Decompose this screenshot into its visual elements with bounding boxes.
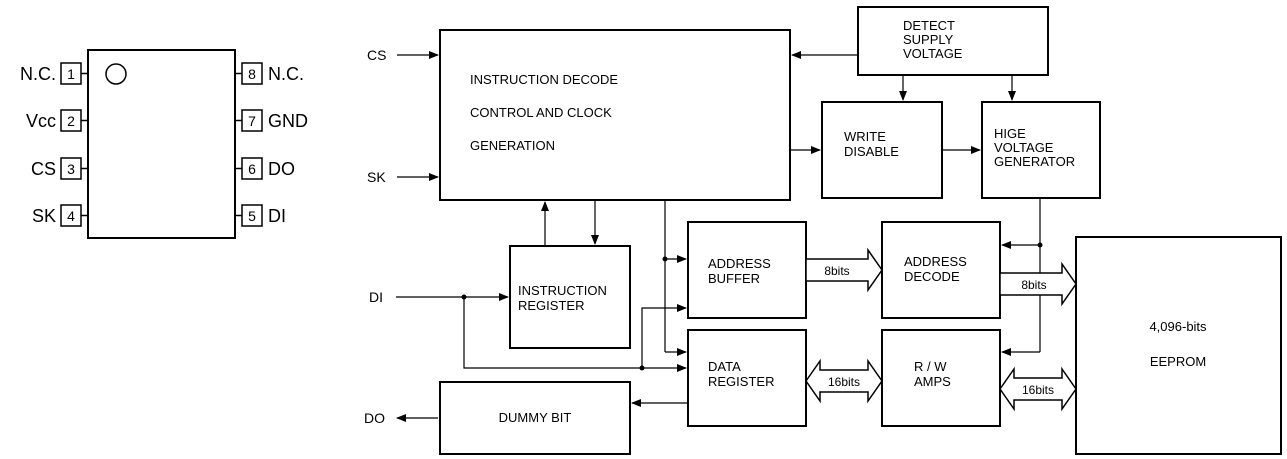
pin-6-number: 6 [248, 161, 256, 177]
pin-3: CS 3 [31, 157, 88, 180]
write-disable-line-2: DISABLE [844, 144, 899, 159]
pin-7-number: 7 [248, 113, 256, 129]
pin-2: Vcc 2 [26, 109, 88, 132]
instruction-decode-line-1: INSTRUCTION DECODE [470, 72, 618, 87]
address-decode-line-1: ADDRESS [904, 254, 967, 269]
rw-amps-line-2: AMPS [914, 374, 951, 389]
detect-supply-line-3: VOLTAGE [903, 46, 963, 61]
di-signal-label: DI [369, 289, 383, 305]
pin-1-label: N.C. [20, 64, 56, 84]
addr-buffer-bus-label: 8bits [824, 264, 849, 278]
data-reg-amps-bus [805, 358, 883, 404]
pin-8-label: N.C. [268, 64, 304, 84]
data-register-line-1: DATA [708, 359, 741, 374]
write-disable-line-1: WRITE [844, 129, 886, 144]
pin1-indicator-icon [105, 63, 127, 85]
high-voltage-generator-block [981, 101, 1101, 199]
detect-supply-voltage-block [857, 6, 1049, 76]
pin-2-label: Vcc [26, 111, 56, 131]
pin-4-label: SK [32, 206, 56, 226]
pin-4: SK 4 [32, 204, 88, 227]
instruction-register-line-1: INSTRUCTION [518, 283, 607, 298]
address-buffer-line-1: ADDRESS [708, 256, 771, 271]
instruction-decode-block [439, 29, 791, 201]
pin-3-number: 3 [67, 161, 75, 177]
eeprom-block [1075, 236, 1282, 455]
eeprom-line-2: EEPROM [1150, 354, 1206, 369]
high-voltage-line-1: HIGE [994, 126, 1026, 141]
pin-7-label: GND [268, 111, 308, 131]
di-to-data-register-wire [463, 297, 687, 372]
data-register-line-2: REGISTER [708, 374, 774, 389]
high-voltage-line-3: GENERATOR [994, 154, 1075, 169]
address-buffer-line-2: BUFFER [708, 271, 760, 286]
addr-decode-bus-label: 8bits [1021, 278, 1046, 292]
pin-2-number: 2 [67, 113, 75, 129]
pin-3-label: CS [31, 159, 56, 179]
addr-buffer-to-decode-bus [805, 247, 883, 293]
write-disable-block [821, 101, 943, 199]
instruction-decode-line-2: CONTROL AND CLOCK [470, 105, 612, 120]
pin-4-number: 4 [67, 208, 75, 224]
instruction-register-block [509, 245, 631, 349]
pin-5-number: 5 [248, 208, 256, 224]
high-voltage-line-2: VOLTAGE [994, 140, 1054, 155]
rw-amps-line-1: R / W [914, 359, 947, 374]
pin-6: 6 DO [235, 157, 295, 180]
instruction-register-line-2: REGISTER [518, 298, 584, 313]
address-decode-block [881, 221, 1001, 319]
pin-7: 7 GND [235, 109, 308, 132]
rw-amps-block [881, 329, 1001, 427]
eeprom-line-1: 4,096-bits [1149, 319, 1207, 334]
addr-decode-to-eeprom-bus [999, 261, 1077, 307]
pin-5: 5 DI [235, 204, 286, 227]
amps-eeprom-bus [999, 366, 1077, 412]
data-register-block [687, 329, 807, 427]
data-reg-amps-bus-label: 16bits [828, 375, 860, 389]
pin-1-number: 1 [67, 66, 75, 82]
address-buffer-block [687, 221, 807, 319]
ic-package: N.C. 1 Vcc 2 CS 3 SK 4 8 N.C. [20, 49, 308, 239]
amps-eeprom-bus-label: 16bits [1022, 383, 1054, 397]
instruction-decode-line-3: GENERATION [470, 138, 555, 153]
di-to-address-buffer-wire [641, 304, 687, 368]
cs-signal-label: CS [367, 47, 386, 63]
pin-8: 8 N.C. [235, 62, 304, 85]
detect-supply-line-1: DETECT [903, 18, 955, 33]
pin-5-label: DI [268, 206, 286, 226]
pin-1: N.C. 1 [20, 62, 88, 85]
detect-supply-line-2: SUPPLY [903, 32, 954, 47]
address-decode-line-2: DECODE [904, 269, 960, 284]
dummy-bit-label: DUMMY BIT [499, 410, 572, 425]
do-signal-label: DO [364, 410, 385, 426]
pin-6-label: DO [268, 159, 295, 179]
pin-8-number: 8 [248, 66, 256, 82]
sk-signal-label: SK [367, 169, 386, 185]
dummy-bit-block [439, 381, 631, 455]
